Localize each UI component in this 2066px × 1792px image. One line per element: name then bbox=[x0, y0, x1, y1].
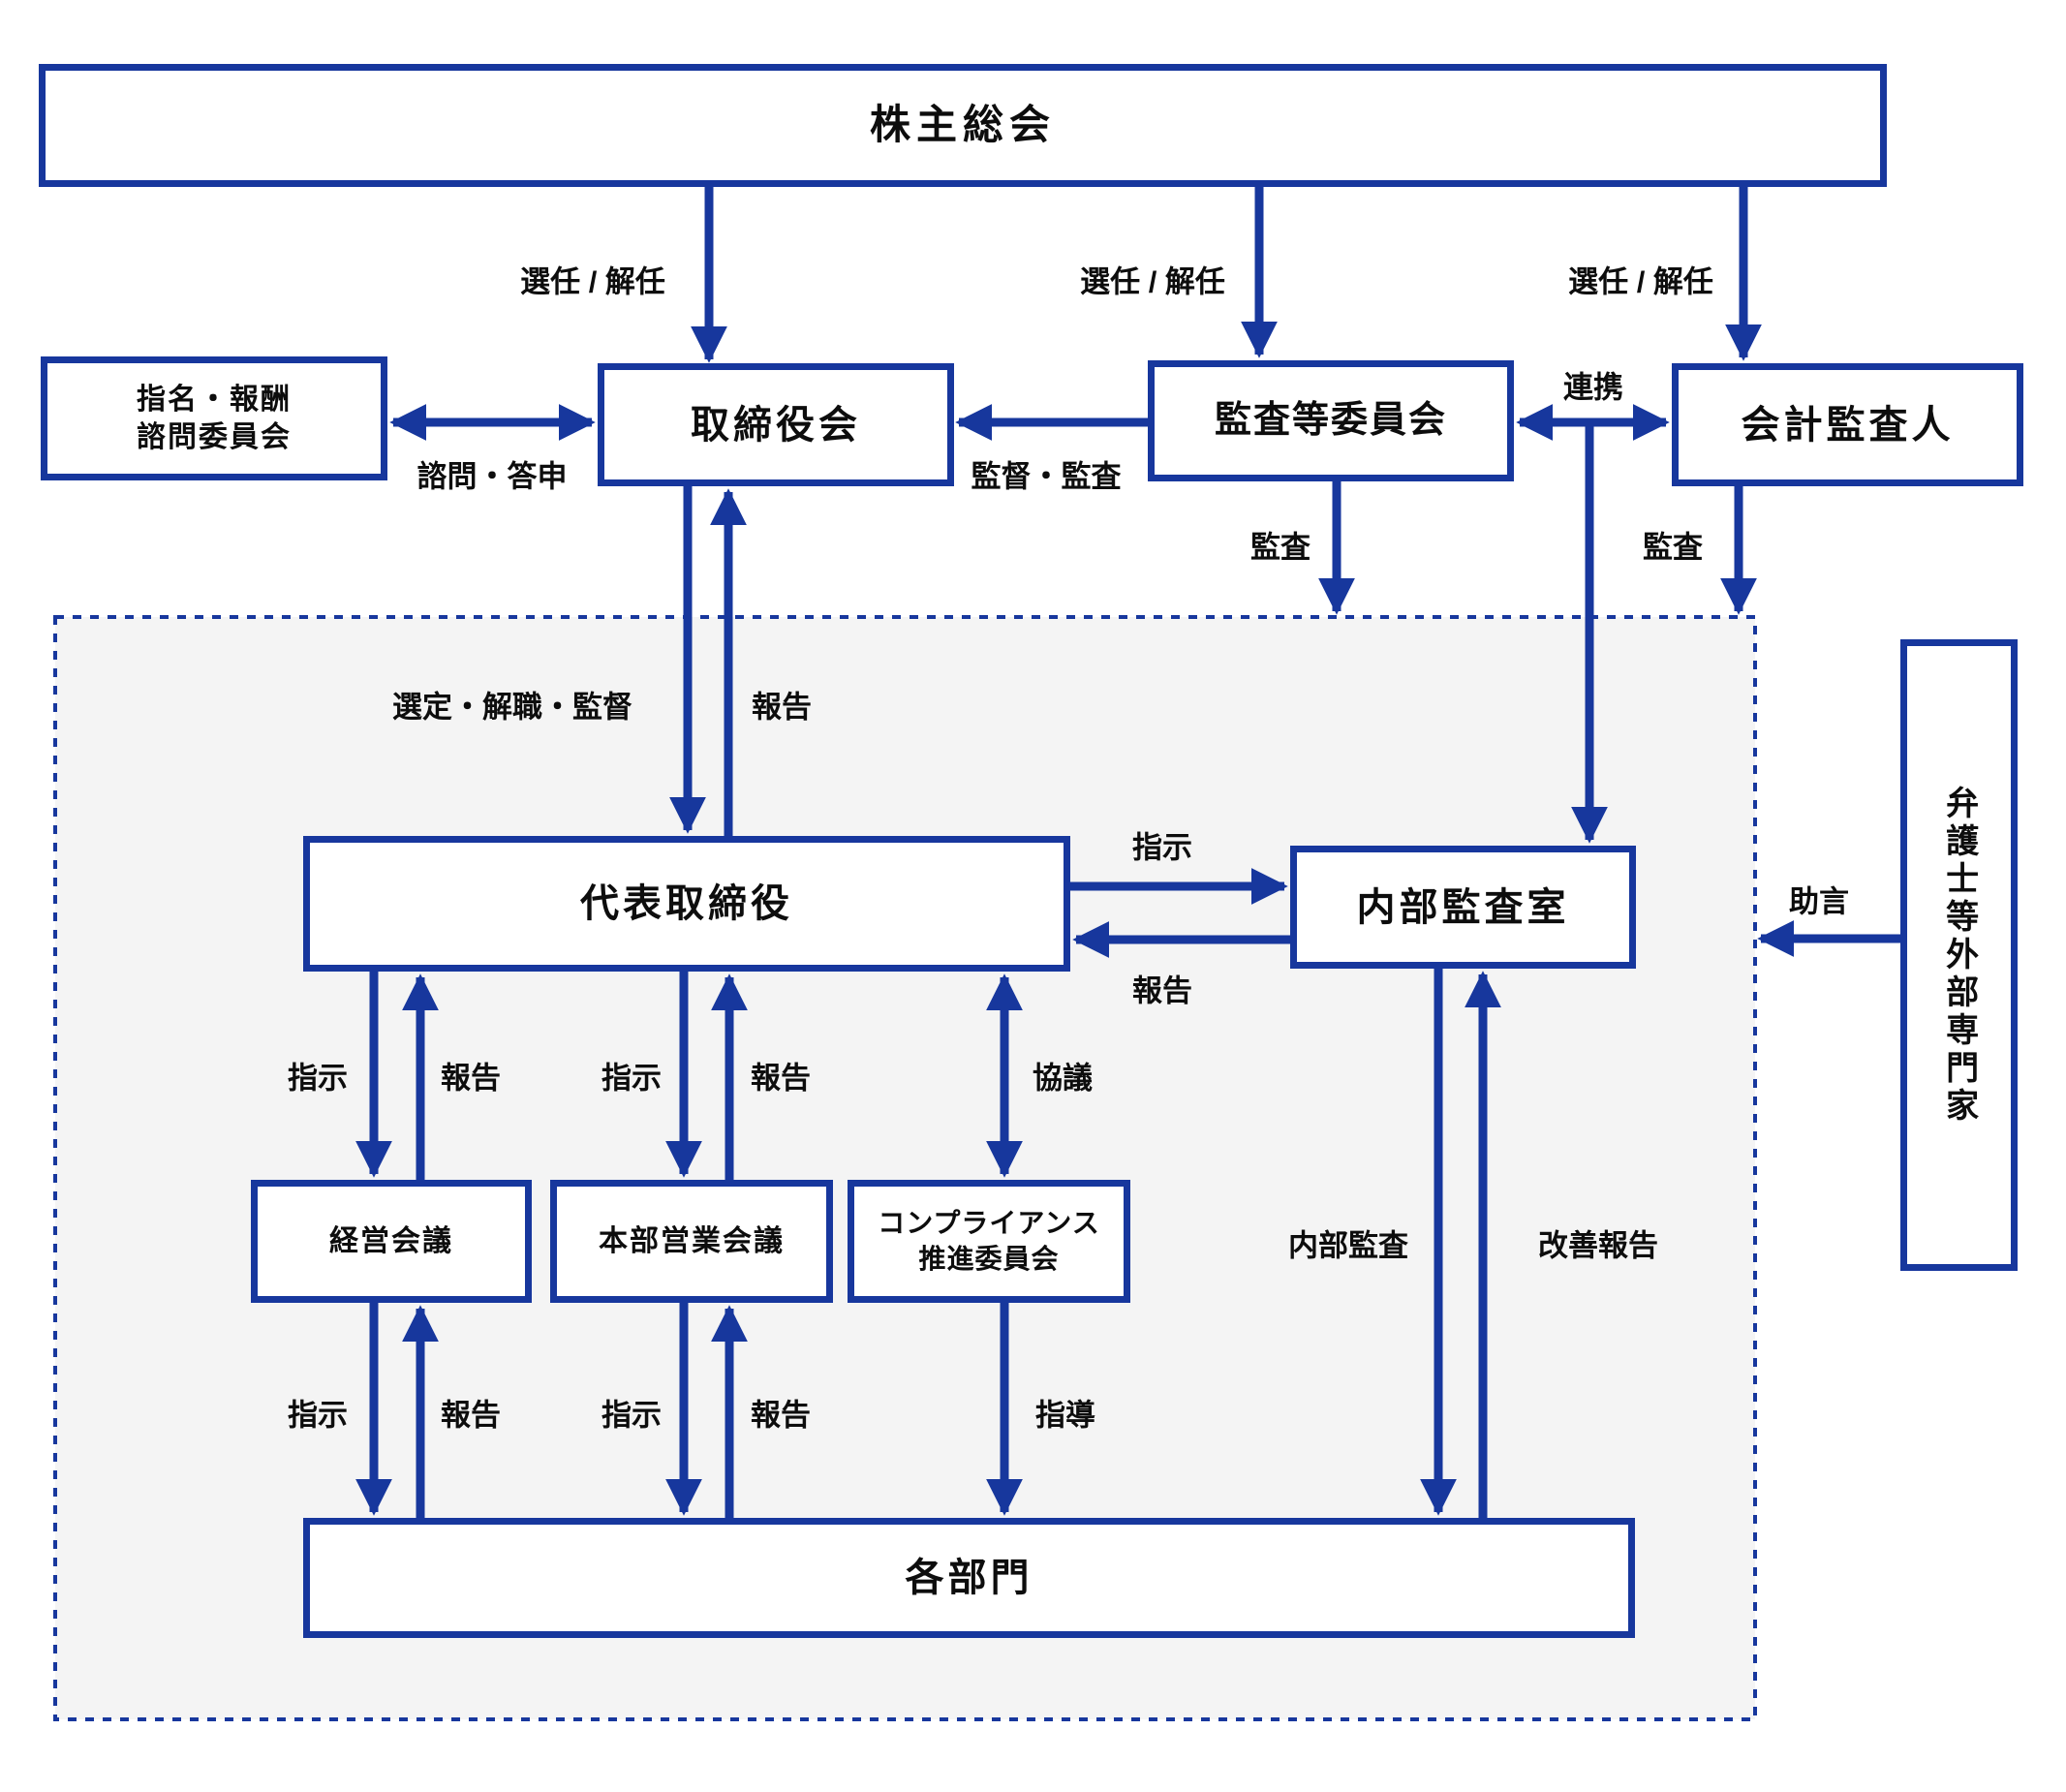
label-report-from-internal-audit: 報告 bbox=[1132, 973, 1192, 1008]
label-election-3: 選任 / 解任 bbox=[1568, 264, 1713, 299]
label-audit-1: 監査 bbox=[1250, 530, 1311, 565]
node-nomination-line2: 諮問委員会 bbox=[137, 421, 292, 453]
label-supervise-audit: 監督・監査 bbox=[971, 459, 1122, 494]
node-compliance-committee-label: コンプライアンス 推進委員会 bbox=[878, 1206, 1099, 1277]
label-election-1: 選任 / 解任 bbox=[520, 264, 665, 299]
label-audit-2: 監査 bbox=[1643, 530, 1703, 565]
node-board-label: 取締役会 bbox=[691, 403, 861, 447]
node-internal-audit-office-label: 内部監査室 bbox=[1356, 885, 1570, 929]
node-nomination-committee: 指名・報酬 諮問委員会 bbox=[41, 356, 387, 480]
node-external-experts: 弁護士等外部専門家 bbox=[1900, 639, 2018, 1271]
node-management-meeting: 経営会議 bbox=[251, 1180, 532, 1303]
label-consult-report: 諮問・答申 bbox=[416, 459, 568, 494]
node-compliance-line1: コンプライアンス bbox=[878, 1208, 1100, 1239]
label-report-to-board: 報告 bbox=[752, 690, 812, 725]
node-representative-director-label: 代表取締役 bbox=[580, 882, 793, 925]
node-compliance-line2: 推進委員会 bbox=[918, 1243, 1060, 1274]
node-departments: 各部門 bbox=[303, 1518, 1635, 1638]
node-compliance-committee: コンプライアンス 推進委員会 bbox=[848, 1180, 1130, 1303]
label-internal-audit: 内部監査 bbox=[1288, 1228, 1408, 1263]
label-report-mm-2: 報告 bbox=[441, 1398, 501, 1433]
node-board: 取締役会 bbox=[598, 363, 954, 486]
node-accounting-auditor: 会計監査人 bbox=[1672, 363, 2023, 486]
label-instruct-mm: 指示 bbox=[288, 1061, 348, 1096]
label-guidance: 指導 bbox=[1035, 1398, 1095, 1433]
node-management-meeting-label: 経営会議 bbox=[329, 1225, 453, 1257]
label-instruct-internal-audit: 指示 bbox=[1132, 830, 1192, 865]
node-audit-committee-label: 監査等委員会 bbox=[1214, 399, 1447, 441]
node-hq-sales-meeting: 本部営業会議 bbox=[550, 1180, 833, 1303]
node-departments-label: 各部門 bbox=[905, 1557, 1033, 1599]
label-instruct-hq: 指示 bbox=[601, 1061, 662, 1096]
node-shareholders-label: 株主総会 bbox=[869, 102, 1056, 148]
node-nomination-committee-label: 指名・報酬 諮問委員会 bbox=[137, 381, 292, 456]
node-hq-sales-meeting-label: 本部営業会議 bbox=[599, 1225, 785, 1257]
label-report-hq: 報告 bbox=[751, 1061, 811, 1096]
label-improvement-report: 改善報告 bbox=[1538, 1228, 1658, 1263]
node-audit-committee: 監査等委員会 bbox=[1148, 360, 1514, 481]
label-instruct-mm-2: 指示 bbox=[288, 1398, 348, 1433]
label-select-dismiss-supervise: 選定・解職・監督 bbox=[392, 690, 632, 725]
label-discussion: 協議 bbox=[1033, 1061, 1093, 1096]
label-advice: 助言 bbox=[1789, 884, 1849, 919]
node-internal-audit-office: 内部監査室 bbox=[1290, 846, 1636, 969]
label-cooperation: 連携 bbox=[1563, 370, 1623, 405]
node-accounting-auditor-label: 会計監査人 bbox=[1741, 403, 1955, 447]
node-shareholders: 株主総会 bbox=[39, 64, 1887, 187]
label-report-mm: 報告 bbox=[441, 1061, 501, 1096]
node-external-experts-label: 弁護士等外部専門家 bbox=[1940, 785, 1978, 1126]
label-report-hq-2: 報告 bbox=[751, 1398, 811, 1433]
node-nomination-line1: 指名・報酬 bbox=[137, 384, 292, 416]
node-representative-director: 代表取締役 bbox=[303, 836, 1070, 972]
label-instruct-hq-2: 指示 bbox=[601, 1398, 662, 1433]
label-election-2: 選任 / 解任 bbox=[1080, 264, 1225, 299]
